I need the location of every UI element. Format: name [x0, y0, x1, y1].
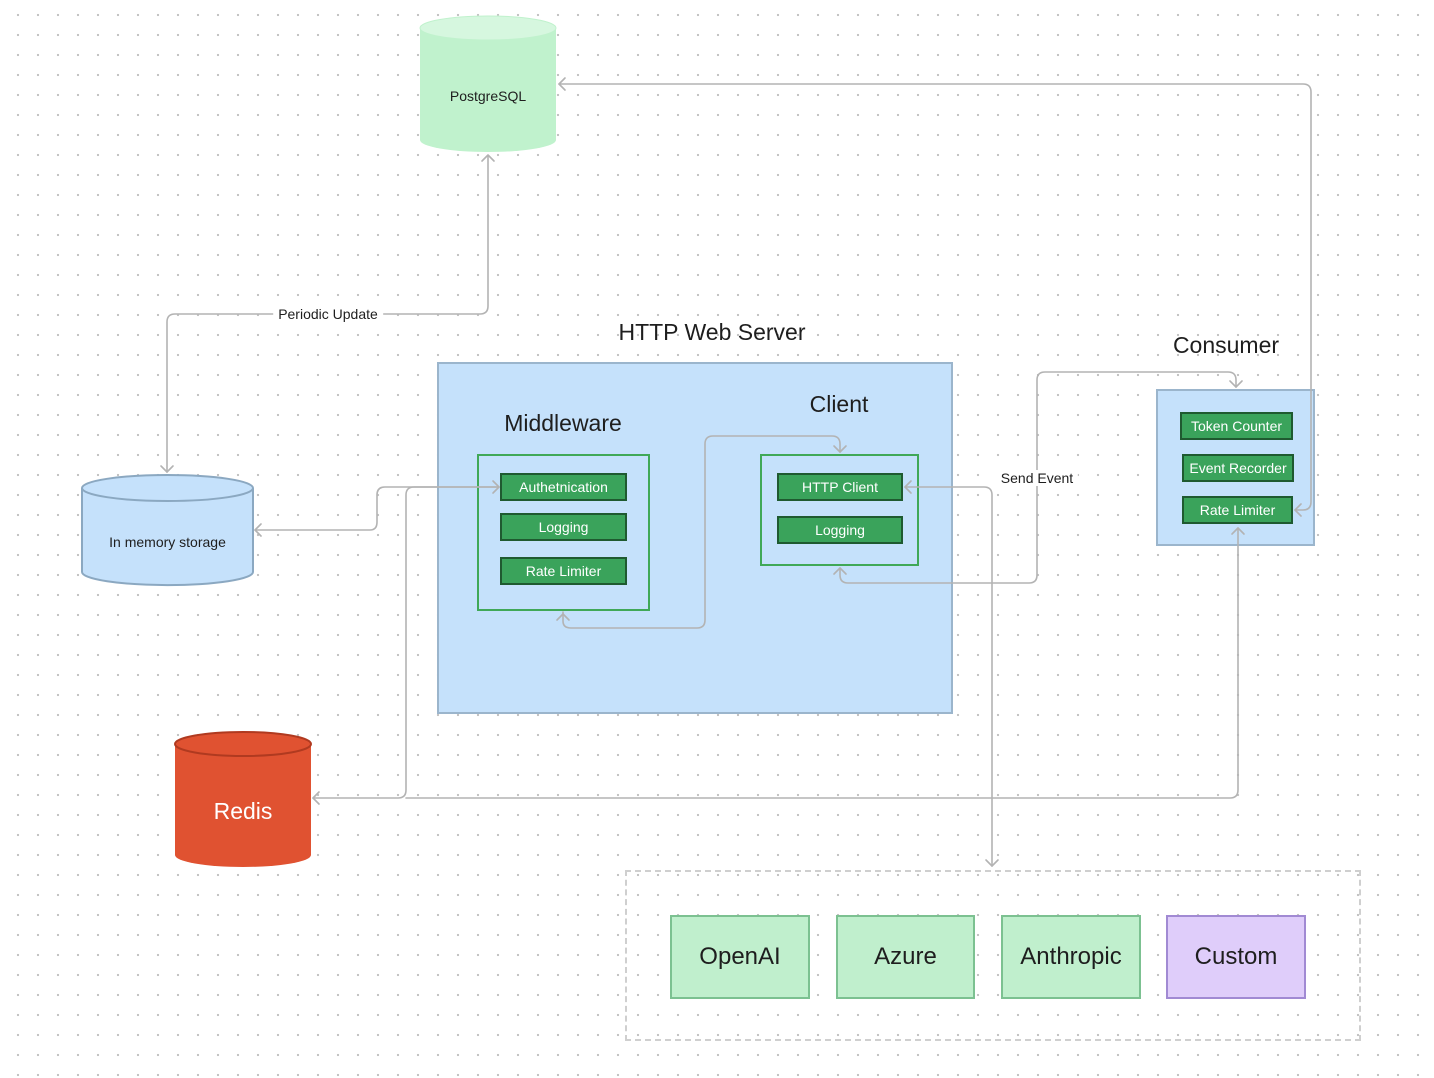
- send-event-label: Send Event: [995, 470, 1079, 486]
- arrowhead: [558, 77, 566, 91]
- arrowhead: [254, 523, 262, 537]
- http-client-chip[interactable]: HTTP Client: [777, 473, 903, 501]
- client-group[interactable]: [760, 454, 919, 566]
- redis-consumer-connector: [405, 527, 1239, 799]
- arrowhead: [1231, 527, 1245, 535]
- arrowhead: [833, 445, 847, 453]
- arrowhead: [556, 613, 570, 621]
- provider-azure[interactable]: Azure: [836, 915, 975, 999]
- provider-anthropic[interactable]: Anthropic: [1001, 915, 1141, 999]
- consumer-title: Consumer: [1172, 332, 1280, 358]
- consumer-rate-limiter-chip[interactable]: Rate Limiter: [1182, 496, 1293, 524]
- client-providers-connector: [904, 486, 993, 867]
- redis-middleware-connector: [312, 486, 500, 799]
- consumer-postgres-connector: [558, 83, 1312, 511]
- arrowhead: [985, 859, 999, 867]
- provider-custom[interactable]: Custom: [1166, 915, 1306, 999]
- authentication-chip[interactable]: Authetnication: [500, 473, 627, 501]
- arrowhead: [1229, 380, 1243, 388]
- middleware-group[interactable]: [477, 454, 650, 611]
- client-title: Client: [809, 391, 869, 417]
- periodic-update-label: Periodic Update: [273, 306, 383, 322]
- event-recorder-chip[interactable]: Event Recorder: [1182, 454, 1294, 482]
- web-server-title: HTTP Web Server: [618, 319, 806, 345]
- arrowhead: [481, 154, 495, 162]
- middleware-rate-limiter-chip[interactable]: Rate Limiter: [500, 557, 627, 585]
- memory-auth-connector: [254, 486, 500, 531]
- arrowhead: [160, 465, 174, 473]
- postgres-cylinder[interactable]: [419, 15, 557, 152]
- middleware-client-connector: [562, 435, 841, 629]
- provider-openai[interactable]: OpenAI: [670, 915, 810, 999]
- token-counter-chip[interactable]: Token Counter: [1180, 412, 1293, 440]
- redis-cylinder[interactable]: [174, 731, 312, 867]
- memory-cylinder[interactable]: [81, 474, 254, 587]
- arrowhead: [833, 567, 847, 575]
- postgres-label: PostgreSQL: [449, 88, 527, 104]
- redis-label: Redis: [213, 797, 273, 824]
- providers-container: [625, 870, 1361, 1041]
- arrowhead: [1294, 503, 1302, 517]
- middleware-logging-chip[interactable]: Logging: [500, 513, 627, 541]
- memory-storage-label: In memory storage: [109, 534, 226, 550]
- middleware-title: Middleware: [504, 410, 622, 436]
- arrowhead: [312, 791, 320, 805]
- client-logging-chip[interactable]: Logging: [777, 516, 903, 544]
- arrowhead: [904, 480, 912, 494]
